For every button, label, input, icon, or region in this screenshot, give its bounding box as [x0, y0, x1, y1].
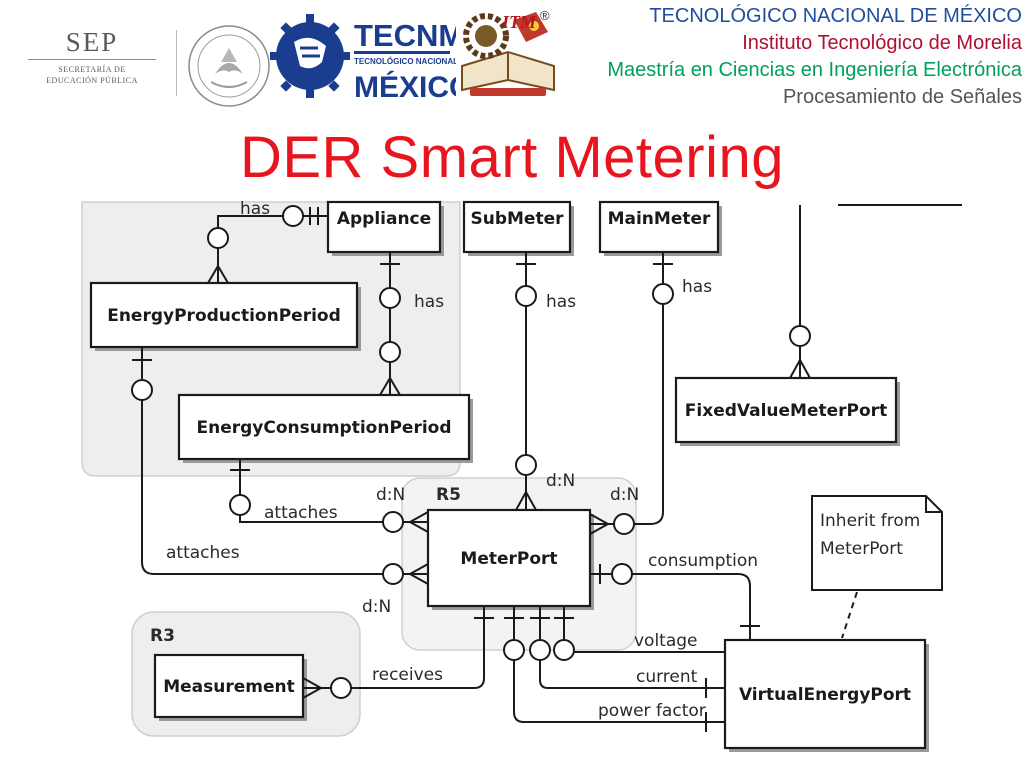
inherit-note-line1: Inherit from [820, 511, 920, 531]
rel-voltage-label: voltage [634, 631, 698, 651]
sep-logo-word: SEP [65, 27, 119, 57]
sep-logo-rule [28, 59, 156, 60]
entity-energy-production-period: EnergyProductionPeriod [89, 281, 361, 351]
card-dn-left-top: d:N [376, 485, 405, 505]
slide-header: SEP SECRETARÍA DE EDUCACIÓN PÚBLICA TECN… [0, 0, 1024, 118]
rel-consumption-label: consumption [648, 551, 758, 571]
entity-fixed-value-meter-port: FixedValueMeterPort [674, 376, 900, 446]
registered-mark: ® [540, 8, 550, 23]
sep-logo-line1: SECRETARÍA DE [58, 65, 126, 74]
entity-appliance: Appliance [326, 200, 444, 256]
entity-appliance-label: Appliance [337, 209, 431, 229]
rel-has-submeter-meterport: has d:N [515, 252, 576, 511]
itm-logo: ITM [461, 12, 555, 96]
rel-has-mainmeter-meterport: has d:N [589, 252, 712, 535]
rel-consumption: consumption [590, 551, 760, 640]
logo-divider [176, 30, 177, 96]
institution-line-4: Procesamiento de Señales [782, 86, 1022, 108]
rel-current-label: current [636, 667, 698, 687]
rel-has-appliance-consumption: has [379, 252, 444, 396]
entity-submeter-label: SubMeter [470, 209, 564, 229]
card-dn-left-bottom: d:N [362, 597, 391, 617]
inherit-note: Inherit from MeterPort [811, 495, 943, 639]
itm-logo-letters: ITM [501, 12, 537, 32]
rel-fixedvalue-link [789, 205, 811, 379]
rel-attaches-consumption-label: attaches [264, 503, 338, 523]
rel-attaches-consumption: attaches d:N [229, 459, 429, 533]
entity-mainmeter-label: MainMeter [608, 209, 711, 229]
rel-voltage: voltage [553, 606, 725, 661]
institution-line-2: Instituto Tecnológico de Morelia [742, 32, 1022, 54]
institution-line-3: Maestría en Ciencias en Ingeniería Elect… [607, 59, 1022, 81]
region-r3-label: R3 [150, 626, 175, 646]
tecnm-logo-word: TECNM [354, 18, 456, 53]
entity-meter-port: MeterPort [426, 508, 594, 610]
rel-has-appliance-label: has [414, 292, 444, 312]
tecnm-logo-sub: TECNOLÓGICO NACIONAL DE [354, 57, 456, 66]
rel-current: current [529, 606, 725, 698]
rel-power-factor-label: power factor [598, 701, 706, 721]
mexico-seal-icon [188, 25, 270, 107]
rel-receives: receives [302, 606, 494, 699]
entity-measurement: Measurement [153, 653, 307, 721]
tecnm-logo-word2: MÉXICO [354, 70, 456, 104]
entity-meter-port-label: MeterPort [460, 549, 557, 569]
institution-lines: TECNOLÓGICO NACIONAL DE MÉXICO Instituto… [607, 3, 1022, 111]
rel-attaches-production: attaches d:N [131, 347, 429, 617]
entity-mainmeter: MainMeter [598, 200, 722, 256]
entity-energy-production-period-label: EnergyProductionPeriod [107, 306, 341, 326]
entity-measurement-label: Measurement [163, 677, 295, 697]
entity-energy-consumption-period-label: EnergyConsumptionPeriod [196, 418, 451, 438]
sep-logo-line2: EDUCACIÓN PÚBLICA [46, 76, 138, 85]
sep-logo: SEP SECRETARÍA DE EDUCACIÓN PÚBLICA [22, 28, 162, 96]
rel-has-submeter-label: has [546, 292, 576, 312]
entity-submeter: SubMeter [462, 200, 574, 256]
rel-has-top-label: has [240, 199, 270, 219]
entity-virtual-energy-port: VirtualEnergyPort [723, 638, 929, 752]
rel-has-mainmeter-label: has [682, 277, 712, 297]
entity-energy-consumption-period: EnergyConsumptionPeriod [177, 393, 473, 463]
inherit-note-line2: MeterPort [820, 539, 903, 559]
entity-virtual-energy-port-label: VirtualEnergyPort [739, 685, 911, 705]
institution-line-1: TECNOLÓGICO NACIONAL DE MÉXICO [649, 5, 1022, 27]
rel-attaches-production-label: attaches [166, 543, 240, 563]
rel-has-production-appliance: has [207, 199, 328, 284]
rel-power-factor: power factor [503, 606, 725, 732]
slide-title: DER Smart Metering [239, 125, 785, 190]
card-dn-right: d:N [610, 485, 639, 505]
rel-receives-label: receives [372, 665, 443, 685]
region-r5-label: R5 [436, 485, 461, 505]
card-dn-center: d:N [546, 471, 575, 491]
tecnm-logo: TECNM TECNOLÓGICO NACIONAL DE MÉXICO [270, 14, 456, 104]
entity-fixed-value-meter-port-label: FixedValueMeterPort [685, 401, 887, 421]
